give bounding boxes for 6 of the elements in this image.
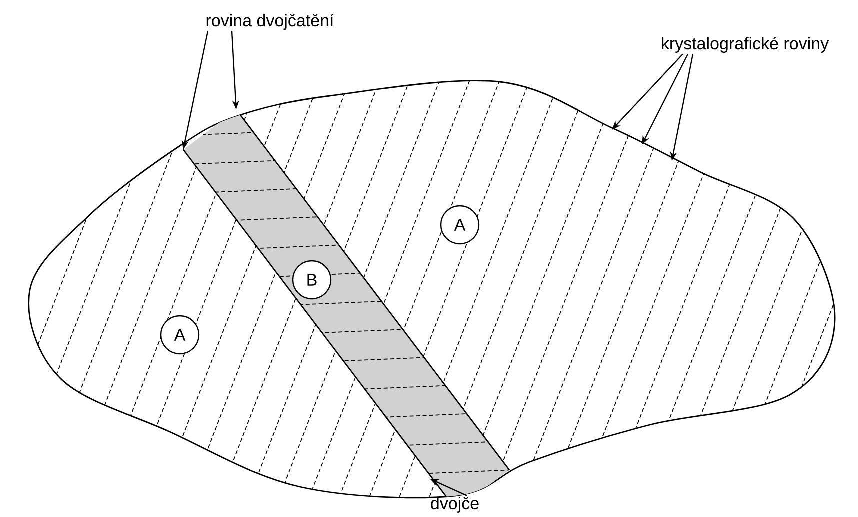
annotation-text: rovina dvojčatění xyxy=(206,14,334,30)
annotation-text: dvojče xyxy=(431,497,479,513)
circle-label: A xyxy=(440,205,480,245)
circle-label: B xyxy=(292,260,332,300)
circle-label: A xyxy=(160,315,200,355)
annotation-text: krystalografické roviny xyxy=(662,36,830,54)
